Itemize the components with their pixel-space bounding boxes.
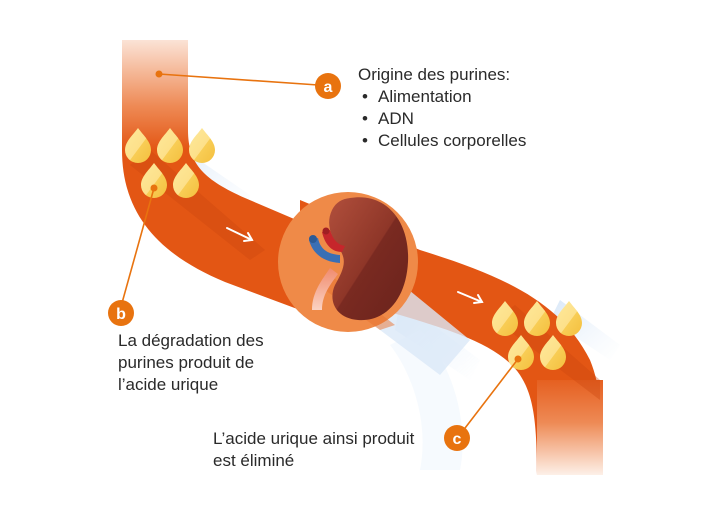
badge-c: c: [444, 425, 470, 451]
kidney-shape: [329, 197, 409, 321]
purine-droplet-icon: [492, 301, 518, 336]
purine-droplets-upper: [125, 128, 215, 198]
list-item: ADN: [358, 108, 526, 130]
svg-text:c: c: [453, 431, 462, 448]
purine-sources-list: Alimentation ADN Cellules corporelles: [358, 86, 526, 152]
callout-b-line: La dégradation des: [118, 331, 264, 350]
arrow-right-icon: [457, 291, 484, 304]
vein: [309, 238, 340, 263]
leader-line-a: [158, 73, 319, 86]
callout-c-text: L’acide urique ainsi produit est éliminé: [213, 428, 414, 472]
purine-droplet-icon: [125, 128, 151, 163]
vessel-lower-fade: [537, 380, 603, 475]
badge-b: b: [108, 300, 134, 326]
arrow-right-icon: [226, 227, 254, 242]
svg-text:b: b: [116, 306, 126, 323]
svg-text:a: a: [324, 79, 333, 96]
badge-a: a: [315, 73, 341, 99]
leader-line-b: [121, 187, 155, 304]
callout-c-line: L’acide urique ainsi produit: [213, 429, 415, 448]
purine-droplet-icon: [141, 163, 167, 198]
purine-droplet-icon: [524, 301, 550, 336]
leader-line-c: [461, 358, 519, 433]
callout-b-line: purines produit de: [118, 353, 255, 372]
callout-a-heading: Origine des purines:: [358, 65, 511, 84]
purine-droplet-icon: [540, 335, 566, 370]
purine-droplets-lower: [492, 301, 582, 370]
list-item: Cellules corporelles: [358, 130, 526, 152]
purine-droplet-icon: [508, 335, 534, 370]
kidney-icon: [278, 192, 470, 375]
callout-a-text: Origine des purines: Alimentation ADN Ce…: [358, 64, 526, 152]
leader-lines: [121, 73, 519, 433]
purine-droplet-icon: [556, 301, 582, 336]
purine-droplet-icon: [173, 163, 199, 198]
vessel-upper-segment: [122, 40, 320, 310]
leader-dots: [150, 70, 522, 363]
callout-b-line: l’acide urique: [118, 375, 219, 394]
callout-c-line: est éliminé: [213, 451, 295, 470]
list-item: Alimentation: [358, 86, 526, 108]
artery: [322, 230, 345, 252]
purine-droplet-icon: [157, 128, 183, 163]
ureter: [312, 268, 338, 310]
callout-b-text: La dégradation des purines produit de l’…: [118, 330, 264, 396]
purine-droplet-icon: [189, 128, 215, 163]
